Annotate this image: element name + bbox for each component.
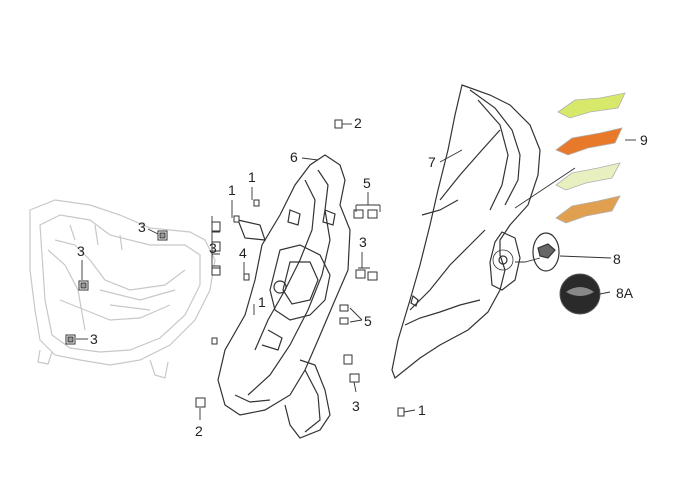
callout-2-bottom: 2 bbox=[195, 423, 203, 439]
inner-side-panel bbox=[217, 154, 351, 439]
callout-6: 6 bbox=[290, 149, 298, 165]
callout-8: 8 bbox=[613, 251, 621, 267]
headlight-nut-lower bbox=[65, 334, 76, 345]
decal-orange bbox=[555, 127, 623, 156]
callout-8a: 8A bbox=[616, 285, 634, 301]
callout-3-headlight-middle: 3 bbox=[77, 243, 85, 259]
callout-1-left: 1 bbox=[228, 182, 236, 198]
front-side-cover bbox=[391, 84, 541, 379]
fasteners bbox=[195, 119, 405, 417]
callout-1-upper: 1 bbox=[248, 169, 256, 185]
callout-3-panel-right: 3 bbox=[359, 234, 367, 250]
decal-yellow bbox=[557, 92, 626, 119]
decal-pale bbox=[555, 162, 621, 191]
decal-set bbox=[555, 92, 626, 224]
headlight-nut-middle bbox=[78, 280, 89, 291]
emblem-part bbox=[532, 232, 560, 272]
callout-5-upper: 5 bbox=[363, 175, 371, 191]
callout-9: 9 bbox=[640, 132, 648, 148]
decal-tan bbox=[555, 195, 621, 224]
callout-1-middle: 1 bbox=[258, 294, 266, 310]
callout-3-panel-left: 3 bbox=[209, 240, 217, 256]
callout-7: 7 bbox=[428, 154, 436, 170]
callout-4: 4 bbox=[239, 245, 247, 261]
callout-1-bottom: 1 bbox=[418, 402, 426, 418]
badge-8a bbox=[559, 273, 601, 315]
leader-lines bbox=[76, 123, 636, 420]
callout-3-panel-bottom: 3 bbox=[352, 398, 360, 414]
callout-3-headlight-bottom: 3 bbox=[90, 331, 98, 347]
headlight-nut-upper bbox=[157, 230, 168, 241]
callout-2-top: 2 bbox=[354, 115, 362, 131]
callout-3-headlight-top: 3 bbox=[138, 219, 146, 235]
headlight-assembly bbox=[29, 199, 216, 379]
callout-5-lower: 5 bbox=[364, 313, 372, 329]
